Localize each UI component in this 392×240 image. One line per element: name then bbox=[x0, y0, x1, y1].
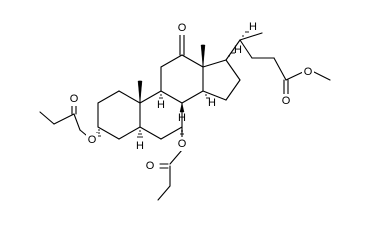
bond-side-chain bbox=[273, 57, 287, 81]
bond-ring-b bbox=[139, 126, 162, 140]
chemical-structure-diagram: O O O O O O O H H H H H H bbox=[39, 21, 331, 201]
c7-ester-oxygen-label: O bbox=[178, 138, 187, 150]
bond-ring-d bbox=[225, 59, 241, 81]
stereo-h-c9-label: H bbox=[157, 99, 165, 111]
bond-ring-c bbox=[181, 54, 204, 68]
c3-ester-oxygen-label: O bbox=[88, 134, 97, 146]
bond-side-chain bbox=[239, 32, 263, 41]
bond-c3-ester bbox=[73, 113, 81, 131]
bond-ring-b bbox=[160, 126, 183, 140]
bond-side-chain bbox=[239, 39, 253, 59]
bond-c3-ester bbox=[53, 113, 75, 125]
wedge-bonds bbox=[137, 44, 206, 113]
ketone-oxygen-label: O bbox=[178, 22, 187, 34]
bond-c7-ester bbox=[157, 185, 171, 201]
bond-c3-ester bbox=[39, 111, 55, 125]
methyl-ester-oxygen-label: O bbox=[304, 66, 313, 78]
bond-side-chain bbox=[285, 71, 304, 81]
bond-c7-ester bbox=[169, 149, 183, 165]
hashed-bonds bbox=[95, 31, 249, 138]
wedge-methyl-c10 bbox=[137, 80, 143, 104]
stereo-h-c17-label: H bbox=[234, 44, 242, 56]
wedge-c8-h bbox=[179, 102, 185, 113]
bond-ring-d bbox=[202, 59, 227, 68]
stereo-h-c8-label: H bbox=[178, 112, 186, 124]
bond-ring-c bbox=[160, 54, 183, 68]
bond-ring-d bbox=[202, 90, 227, 101]
stereo-h-c20-label: H bbox=[249, 21, 257, 33]
stereo-h-c14-label: H bbox=[208, 97, 216, 109]
bond-ring-c bbox=[181, 90, 204, 104]
bond-ring-d bbox=[225, 79, 241, 101]
bond-ring-a bbox=[97, 126, 120, 140]
bond-side-chain bbox=[225, 39, 241, 61]
atom-labels: O O O O O O O H H H H H H bbox=[68, 21, 314, 173]
bond-ring-b bbox=[160, 90, 183, 104]
bond-methyl-ester bbox=[313, 71, 331, 81]
c3-carbonyl-oxygen-label: O bbox=[70, 93, 79, 105]
bond-lines bbox=[39, 32, 331, 201]
bond-ring-b bbox=[139, 90, 162, 104]
bond-ring-a bbox=[118, 126, 141, 140]
bond-ring-a bbox=[118, 90, 141, 104]
stereo-h-c5-label: H bbox=[136, 140, 144, 152]
bond-ring-a bbox=[97, 90, 120, 104]
side-chain-carbonyl-oxygen-label: O bbox=[282, 95, 291, 107]
wedge-methyl-c13 bbox=[200, 44, 206, 68]
c7-carbonyl-oxygen-label: O bbox=[146, 160, 155, 172]
